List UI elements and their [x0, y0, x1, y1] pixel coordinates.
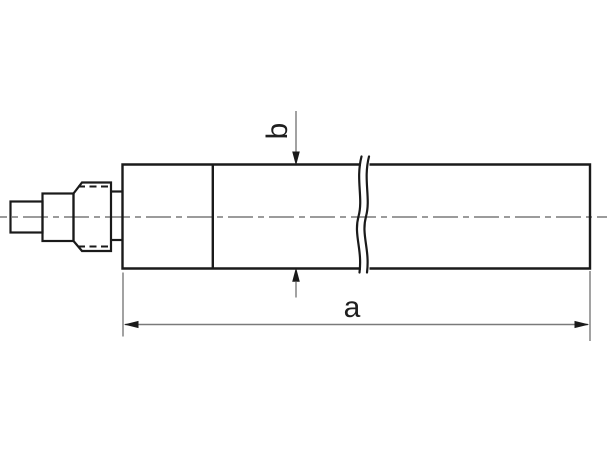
arrowhead-a-left-icon	[123, 320, 139, 329]
break-curve-left	[355, 155, 363, 274]
dimension-labels: b a	[261, 123, 361, 324]
break-line	[355, 155, 371, 274]
arrowheads	[123, 151, 590, 329]
break-curve-right	[363, 155, 371, 274]
label-dimension-a: a	[344, 291, 361, 324]
connector-assembly	[9, 181, 123, 253]
probe-body-left-section	[121, 163, 361, 270]
arrowhead-a-right-icon	[574, 320, 590, 329]
arrowhead-b-down-icon	[292, 151, 300, 166]
probe-body-right-section	[369, 163, 592, 270]
label-dimension-b: b	[261, 123, 294, 140]
connector-nut	[72, 181, 113, 253]
dimension-a-lines	[122, 271, 591, 341]
probe-body	[121, 163, 592, 270]
arrowhead-b-up-icon	[292, 267, 300, 282]
